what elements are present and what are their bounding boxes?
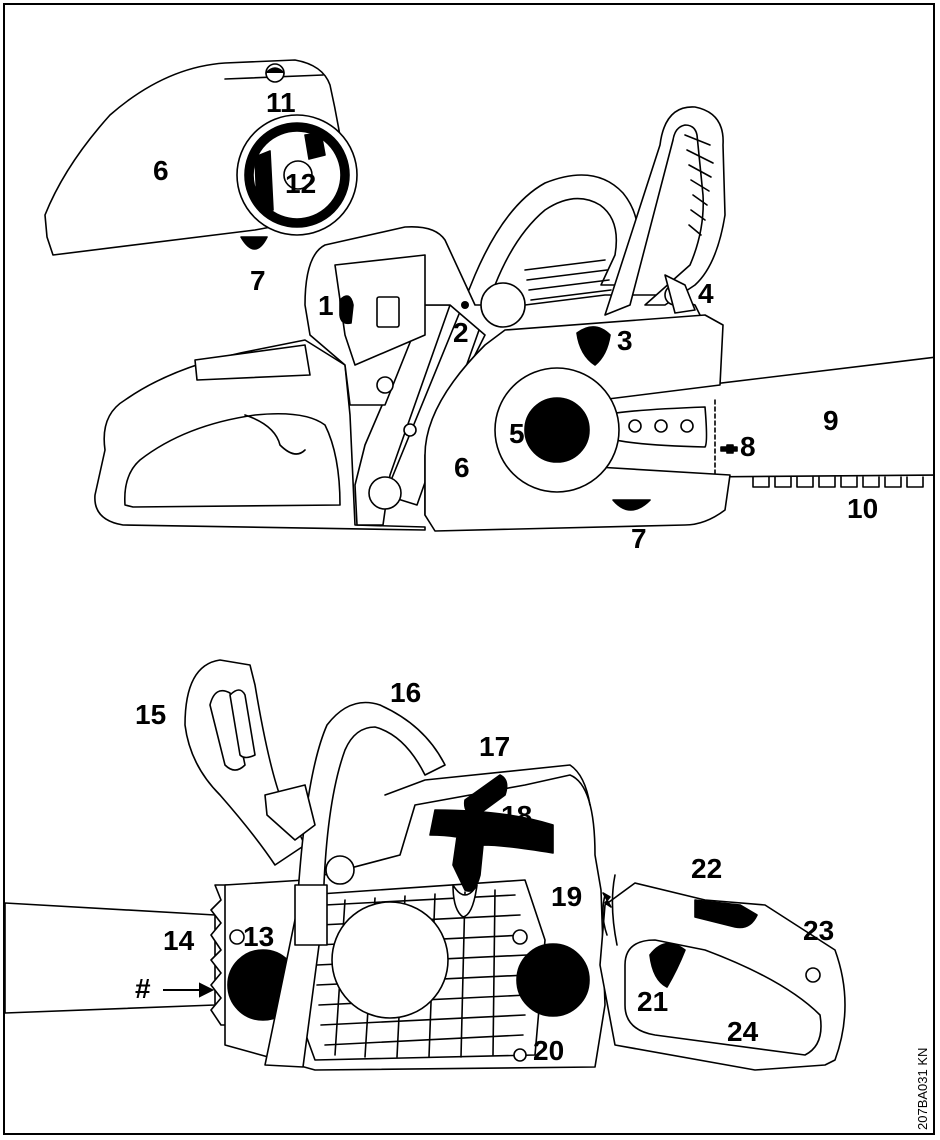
throttle-lockout-icon bbox=[694, 899, 758, 929]
fan-housing-nut-icon bbox=[516, 943, 590, 1017]
callout-11: 11 bbox=[266, 87, 296, 118]
callout-6-cover: 6 bbox=[153, 155, 169, 186]
figure-code: 207BA031 KN bbox=[915, 1047, 930, 1130]
callout-21: 21 bbox=[637, 986, 669, 1017]
callout-1: 1 bbox=[318, 290, 334, 321]
callout-7-cover: 7 bbox=[250, 265, 266, 296]
callout-23: 23 bbox=[803, 915, 835, 946]
callout-20: 20 bbox=[533, 1035, 565, 1066]
bar-nut-icon bbox=[524, 397, 590, 463]
callout-24: 24 bbox=[727, 1016, 759, 1047]
cover-nut-bottom-icon bbox=[240, 236, 268, 250]
callout-15: 15 bbox=[135, 699, 167, 730]
callout-2: 2 bbox=[453, 317, 469, 348]
saw-right-side-view bbox=[94, 106, 933, 532]
saw-left-side-view bbox=[5, 659, 846, 1071]
callout-hash: # bbox=[135, 973, 151, 1004]
callout-10: 10 bbox=[847, 493, 879, 524]
saw-chain bbox=[752, 476, 924, 488]
callout-6-main: 6 bbox=[454, 452, 470, 483]
callout-9: 9 bbox=[823, 405, 839, 436]
guide-bar-left bbox=[5, 902, 216, 1014]
callout-13: 13 bbox=[243, 921, 275, 952]
callout-22: 22 bbox=[691, 853, 723, 884]
callout-19: 19 bbox=[551, 881, 583, 912]
callout-17: 17 bbox=[479, 731, 511, 762]
callout-18: 18 bbox=[501, 800, 533, 831]
chain-brake-hand-guard bbox=[604, 106, 726, 316]
starter-grip-icon bbox=[429, 809, 554, 892]
callout-14: 14 bbox=[163, 925, 195, 956]
starter-cover-icon bbox=[331, 901, 449, 1019]
chainsaw-line-drawing bbox=[5, 59, 933, 1071]
callout-8: 8 bbox=[740, 431, 756, 462]
throttle-trigger-icon bbox=[649, 942, 686, 988]
callout-3: 3 bbox=[617, 325, 633, 356]
oil-cap-icon bbox=[463, 774, 508, 818]
callout-4: 4 bbox=[698, 278, 714, 309]
diagram-frame: 11 6 12 7 1 2 3 4 5 6 7 8 9 10 15 16 17 … bbox=[3, 3, 935, 1135]
callout-7-main: 7 bbox=[631, 523, 647, 554]
callout-5: 5 bbox=[509, 418, 525, 449]
hash-arrow-head bbox=[199, 982, 215, 998]
front-handle-tube bbox=[264, 701, 446, 1068]
callout-12: 12 bbox=[285, 168, 317, 199]
callout-16: 16 bbox=[390, 677, 422, 708]
sprocket-cover-detail bbox=[44, 59, 358, 256]
